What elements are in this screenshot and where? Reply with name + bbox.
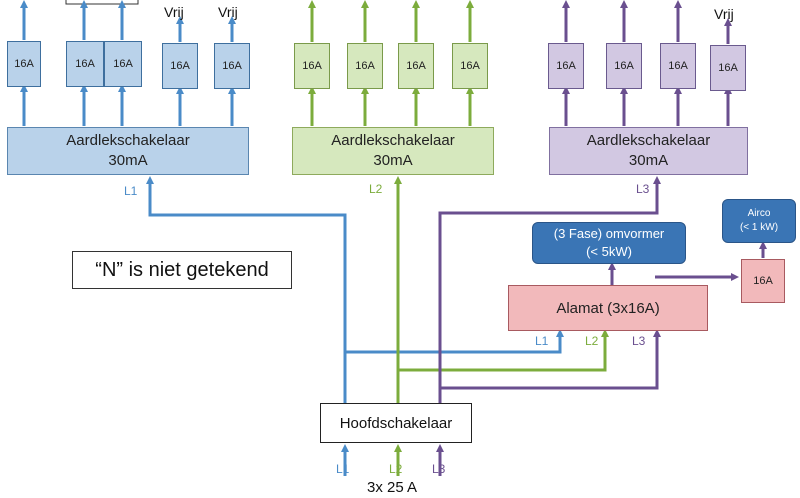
rcd-green: Aardlekschakelaar 30mA — [292, 127, 494, 175]
airco-breaker: 16A — [741, 259, 785, 303]
main-switch-phase-l2: L2 — [389, 462, 403, 476]
rcd-purple-label: Aardlekschakelaar — [586, 132, 711, 149]
spare-label-1: Vrij — [164, 4, 184, 20]
partial-box — [65, 0, 139, 5]
inverter-box: (3 Fase) omvormer (< 5kW) — [532, 222, 686, 264]
main-switch-phase-l3: L3 — [432, 462, 446, 476]
l1-feed-rcd — [146, 176, 347, 403]
rcd-blue: Aardlekschakelaar 30mA — [7, 127, 249, 175]
green-breaker-1: 16A — [294, 43, 330, 89]
rcd-green-label: Aardlekschakelaar — [331, 132, 455, 149]
blue-breaker-2: 16A — [66, 41, 104, 87]
alamat-phase-l2: L2 — [585, 334, 599, 348]
rcd-purple-rating: 30mA — [628, 152, 669, 169]
rcd-green-phase: L2 — [369, 182, 383, 196]
rcd-purple-phase: L3 — [636, 182, 650, 196]
blue-breaker-4: 16A — [162, 43, 198, 89]
inverter-rating: (< 5kW) — [586, 244, 632, 259]
green-breaker-3: 16A — [398, 43, 434, 89]
inverter-label: (3 Fase) omvormer — [553, 226, 665, 241]
spare-label-2: Vrij — [218, 4, 238, 20]
l3-feed-rcd — [438, 176, 661, 403]
purple-breaker-1: 16A — [548, 43, 584, 89]
blue-breaker-5: 16A — [214, 43, 250, 89]
spare-label-3: Vrij — [714, 6, 734, 22]
airco-label: Airco — [747, 208, 771, 219]
main-switch: Hoofdschakelaar — [320, 403, 472, 443]
l2-feed-alamat — [398, 329, 609, 372]
blue-breaker-1: 16A — [7, 41, 41, 87]
rcd-blue-rating: 30mA — [108, 152, 148, 169]
alamat-phase-l1: L1 — [535, 334, 549, 348]
purple-breaker-4: 16A — [710, 45, 746, 91]
alamat-phase-l3: L3 — [632, 334, 646, 348]
main-switch-phase-l1: L1 — [336, 462, 350, 476]
neutral-note: “N” is niet getekend — [72, 251, 292, 289]
airco-rating: (< 1 kW) — [739, 222, 779, 233]
purple-breaker-2: 16A — [606, 43, 642, 89]
rcd-purple: Aardlekschakelaar 30mA — [549, 127, 748, 175]
alamat-box: Alamat (3x16A) — [508, 285, 708, 331]
green-breaker-4: 16A — [452, 43, 488, 89]
l1-feed-alamat — [345, 329, 564, 354]
green-breaker-2: 16A — [347, 43, 383, 89]
rcd-green-rating: 30mA — [373, 152, 413, 169]
l3-feed-alamat — [440, 329, 661, 390]
rcd-blue-label: Aardlekschakelaar — [66, 132, 190, 149]
purple-breaker-3: 16A — [660, 43, 696, 89]
blue-breaker-3: 16A — [104, 41, 142, 87]
airco-box: Airco (< 1 kW) — [722, 199, 796, 243]
rcd-blue-phase: L1 — [124, 184, 138, 198]
supply-rating: 3x 25 A — [367, 479, 418, 496]
